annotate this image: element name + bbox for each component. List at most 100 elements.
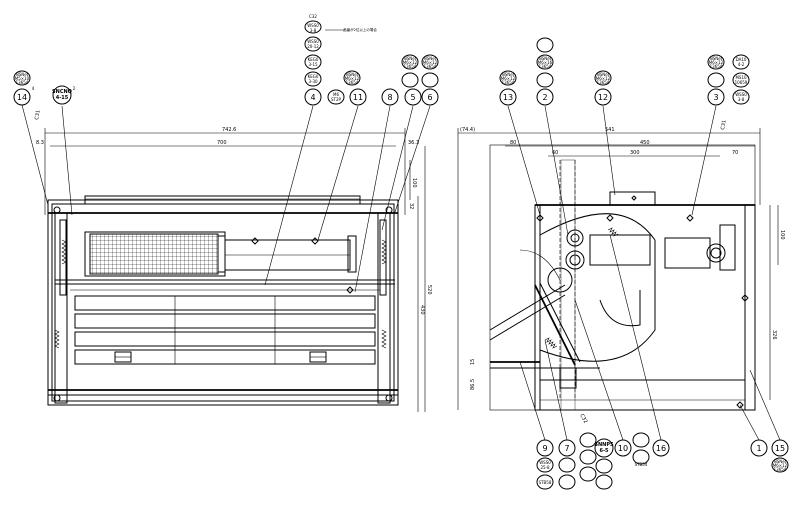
right-bottom-bubbles: 9 WSS0 25-8 STB58 7 SNNPS 6-5 10 STB54 1… [536, 432, 789, 490]
spec-label: 13654 [404, 64, 417, 69]
stack-label: WSS0 [307, 39, 319, 44]
balloon-number: 7 [564, 444, 569, 453]
stack-label: WSS0 [735, 92, 747, 97]
dim-bottom-offset: 86.5 [470, 379, 476, 390]
balloon-5 [404, 88, 422, 106]
balloon-1 [750, 439, 768, 457]
inner-tag: C32 [578, 413, 588, 425]
dim-c: 60 [552, 150, 558, 156]
balloon-qty: 4 [32, 86, 35, 91]
dim-height-inner: 430 [419, 305, 425, 315]
spec-label: 13654 [346, 80, 359, 85]
dim-mid-width: 300 [630, 150, 640, 156]
spec-label: WSS0 [539, 460, 551, 465]
left-tag: C31 [34, 110, 42, 121]
left-view: 742.6 700 8.3 36.3 520 430 100 32 [21, 104, 432, 412]
stack-label: 4-2 [738, 62, 745, 67]
spec-label: 13654 [16, 80, 29, 85]
spec-label: 13654 [502, 80, 515, 85]
balloon-number: 6 [427, 93, 432, 102]
balloon-number: 12 [598, 93, 608, 102]
spec-label: STB58 [539, 480, 552, 485]
stack-label: 10659 [735, 80, 748, 85]
right-view: 541 (74.4) 450 80 300 60 70 326 100 86.5… [457, 105, 785, 441]
dim-a: 80 [510, 140, 516, 146]
dim-top-offset: 100 [411, 178, 417, 188]
balloon-11 [349, 88, 367, 106]
dim-height-overall: 520 [426, 285, 432, 295]
balloon-6 [421, 88, 439, 106]
spec-label: NSNet [597, 72, 610, 77]
balloon-10 [614, 439, 632, 457]
balloon-16 [652, 439, 670, 457]
right-top-bubbles: NSNet M6×12 13654 13 NSNet M6×16 13654 2… [499, 37, 750, 106]
spec-label: M6×12 [423, 60, 438, 65]
spec-label: M6×12 [709, 60, 724, 65]
stack-label: 3-15 [308, 62, 318, 67]
stack-label: WSS0 [307, 23, 319, 28]
dim-overall-width: 742.6 [222, 127, 236, 133]
spec-label: 13654 [710, 64, 723, 69]
spec-label: M6×12 [773, 463, 788, 468]
balloon-number: 10 [618, 444, 628, 453]
spec-label: NSNet [502, 72, 515, 77]
spec-label: M6×16 [538, 60, 553, 65]
left-bubbles: NSNet M5×10 13654 14 4 SNCNQ 4-15 2 4 M6… [13, 54, 439, 106]
balloon-number: 8 [387, 93, 392, 102]
dim-small: 32 [408, 203, 414, 209]
balloon-12 [594, 88, 612, 106]
dim-inner-width: 700 [217, 140, 227, 146]
spec-label: NSNet [539, 56, 552, 61]
balloon-number: 4 [310, 93, 315, 102]
spec-label: NSNet [710, 56, 723, 61]
balloon-number: 9 [542, 444, 547, 453]
spec-label: 13654 [424, 64, 437, 69]
dim-bottom-small: 15 [470, 359, 476, 365]
balloon-15 [771, 439, 789, 457]
balloon-number: 15 [775, 444, 785, 453]
stack-label: 20-12 [307, 44, 319, 49]
top-tag: C32 [309, 14, 317, 19]
spec-label: NSNet [404, 56, 417, 61]
balloon-2 [536, 88, 554, 106]
balloon-13 [499, 88, 517, 106]
balloon-number: 11 [353, 93, 363, 102]
balloon-number: 5 [410, 93, 415, 102]
spec-label: M6×12 [403, 60, 418, 65]
spec-label: NSNet [774, 459, 787, 464]
balloon-number: 3 [713, 93, 718, 102]
balloon-number: 13 [503, 93, 513, 102]
right-tag: C31 [720, 120, 728, 131]
balloon-number: 2 [542, 93, 547, 102]
balloon-4 [304, 88, 322, 106]
spec-label: M6×12 [501, 76, 516, 81]
spec-label: ST2P [331, 97, 342, 102]
spec-label: NSNet [424, 56, 437, 61]
spec-label: 13654 [539, 64, 552, 69]
balloon-14 [13, 88, 31, 106]
spec-label: 6-5 [599, 448, 609, 454]
left-spec-stack: C32 品番が2位以上の場合 WSS0 3-8 WSS0 20-12 KEG0 … [304, 14, 377, 87]
balloon-8 [381, 88, 399, 106]
balloon-qty: 2 [73, 86, 76, 91]
dim-b: 70 [732, 150, 738, 156]
dim-right-left-offset: (74.4) [460, 127, 475, 133]
dim-right-offset: 36.3 [408, 140, 419, 146]
stack-label: KEG0 [308, 74, 319, 79]
balloon-9 [536, 439, 554, 457]
spec-label: 13654 [774, 467, 787, 472]
stack-label: DA10 [736, 57, 747, 62]
spec-label: SNCNQ [52, 89, 72, 95]
spec-label: SNNPS [594, 442, 614, 448]
dim-left-offset: 8.3 [36, 140, 44, 146]
stack-label: 3-8 [738, 97, 745, 102]
balloon-7 [558, 439, 576, 457]
dim-upper-width: 450 [640, 140, 650, 146]
spec-label: STB54 [635, 462, 648, 467]
balloon-number: 1 [756, 444, 761, 453]
spec-label: 4-15 [56, 95, 69, 101]
top-note: 品番が2位以上の場合 [343, 27, 377, 32]
balloon-3 [707, 88, 725, 106]
spec-label: M6×12 [345, 76, 360, 81]
stack-label: KEG0 [308, 57, 319, 62]
